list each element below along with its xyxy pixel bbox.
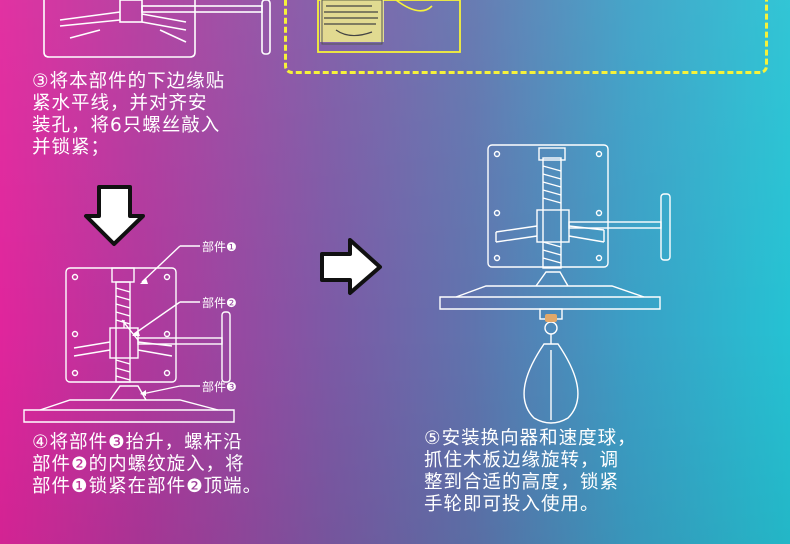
part2-label: 部件❷ <box>202 296 237 310</box>
highlight-detail-drawing <box>317 0 461 53</box>
right-arrow-icon <box>320 238 382 295</box>
part3-label: 部件❸ <box>202 380 237 394</box>
down-arrow-icon <box>84 185 145 246</box>
highlight-panel <box>284 0 768 74</box>
step5-assembly-drawing <box>439 144 671 424</box>
top-left-assembly-drawing <box>43 0 271 58</box>
step4-instructions: ④将部件❸抬升，螺杆沿 部件❷的内螺纹旋入，将 部件❶锁紧在部件❷顶端。 <box>32 432 263 497</box>
step3-instructions: ③将本部件的下边缘贴 紧水平线，并对齐安 装孔，将6只螺丝敲入 并锁紧； <box>32 71 226 158</box>
leader-arrowheads <box>132 278 148 396</box>
swivel-hook <box>545 314 557 322</box>
step4-assembly-drawing <box>23 245 235 423</box>
part1-label: 部件❶ <box>202 240 237 254</box>
step5-instructions: ⑤安装换向器和速度球， 抓住木板边缘旋转，调 整到合适的高度，锁紧 手轮即可投入… <box>424 428 637 515</box>
